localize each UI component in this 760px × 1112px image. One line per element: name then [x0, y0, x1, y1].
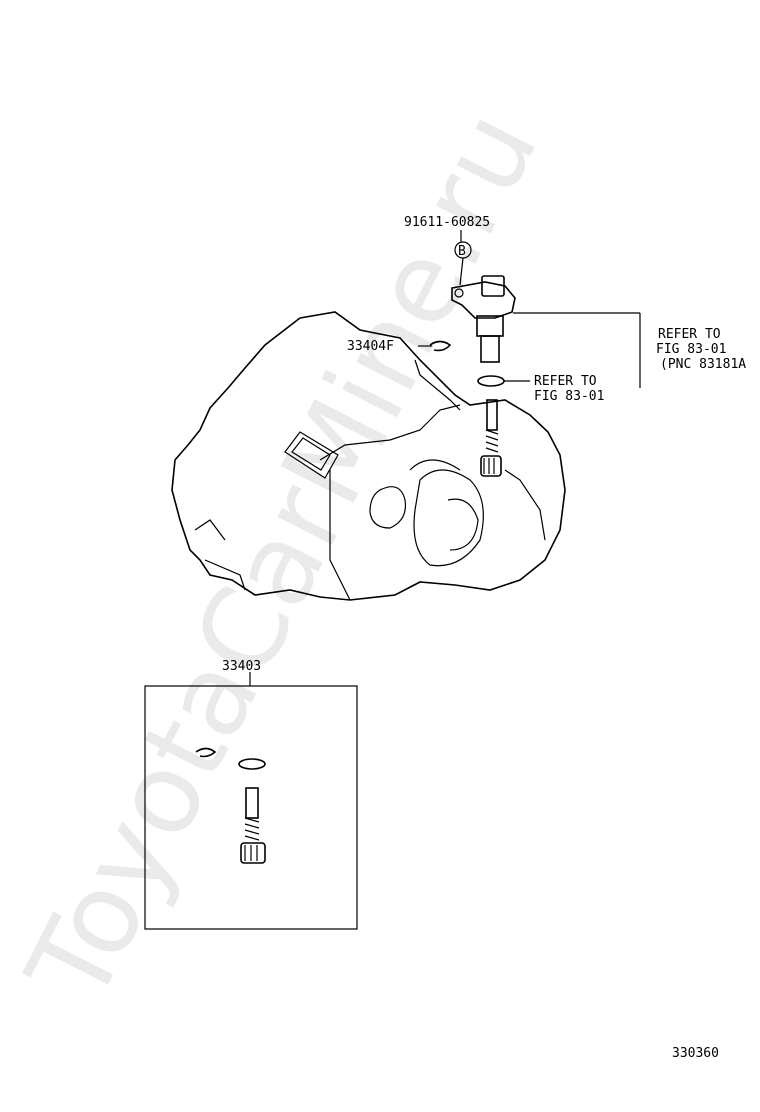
label-refer-sensor-2: FIG 83-01 [656, 342, 726, 357]
svg-text:B: B [458, 244, 466, 259]
label-figure-number: 330360 [672, 1046, 719, 1061]
label-bolt-part: 91611-60825 [404, 215, 490, 230]
label-refer-sensor-3: (PNC 83181A [660, 357, 746, 372]
label-refer-oring-1: REFER TO [534, 374, 597, 389]
label-refer-oring-2: FIG 83-01 [534, 389, 604, 404]
o-ring [477, 375, 505, 387]
label-refer-sensor-1: REFER TO [658, 327, 721, 342]
driven-gear-shaft [480, 399, 502, 477]
transaxle-housing [171, 311, 566, 601]
label-kit-part: 33403 [222, 659, 261, 674]
label-clip-part: 33404F [347, 339, 394, 354]
watermark-text: ToyotaCarMine.ru [3, 91, 563, 1023]
bolt-b-marker: B [454, 230, 472, 286]
speed-sensor [451, 275, 516, 363]
retaining-clip [429, 340, 452, 352]
repair-kit-box [144, 672, 358, 930]
